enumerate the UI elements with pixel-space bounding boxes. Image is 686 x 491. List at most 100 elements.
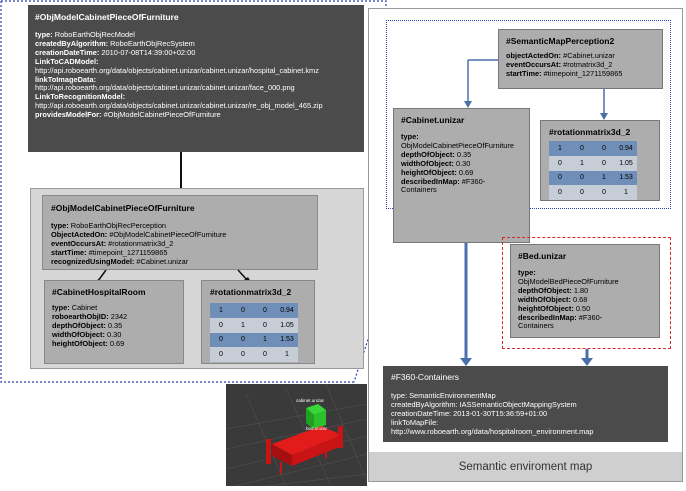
rot_left-cell-1-0: 0 bbox=[210, 317, 232, 333]
semmap-field-2: startTime: #timepoint_1271159865 bbox=[506, 68, 655, 79]
hospital-field-1: roboearthObjID: 2342 bbox=[52, 311, 176, 322]
rot_right-cell-0-2: 0 bbox=[593, 141, 615, 156]
cabinet-field-value-2: 0.35 bbox=[454, 149, 472, 159]
scene-3d: cabinet.unizar bed.unizar bbox=[225, 383, 368, 487]
rot_right-cell-1-0: 0 bbox=[549, 155, 571, 171]
bed-field-value-4: 0.50 bbox=[573, 303, 591, 313]
f360-box: #F360-Containers type: SemanticEnvironme… bbox=[383, 366, 668, 442]
hospital-field-value-2: 0.35 bbox=[105, 320, 123, 330]
cabinet-field-1: ObjModelCabinetPieceOfFurniture bbox=[401, 140, 514, 150]
hospital-field-key-3: widthOfObject: bbox=[52, 329, 105, 339]
rot_left-cell-3-1: 0 bbox=[232, 347, 254, 363]
hospital-field-2: depthOfObject: 0.35 bbox=[52, 320, 176, 331]
red-group bbox=[502, 237, 671, 349]
objmodel-field-value-9: #ObjModelCabinetPieceOfFurniture bbox=[101, 110, 221, 120]
rot_left-cell-0-1: 0 bbox=[232, 303, 254, 318]
rot-right-title: #rotationmatrix3d_2 bbox=[549, 127, 631, 137]
rot_left-cell-2-0: 0 bbox=[210, 332, 232, 348]
objmodel-field-key-7: LinkToRecognitionModel: bbox=[35, 92, 126, 102]
scene-label-bed: bed.unizar bbox=[306, 426, 328, 431]
objmodel-field-1: createdByAlgorithm: RoboEarthObjRecSyste… bbox=[35, 39, 357, 49]
objmodel-connector bbox=[180, 152, 182, 189]
bed-field-1: ObjModelBedPieceOfFurniture bbox=[518, 276, 619, 286]
rot_right-cell-3-3: 1 bbox=[615, 185, 637, 201]
cabinet-field-4: heightOfObject: 0.69 bbox=[401, 167, 522, 178]
objmodel-field-0: type: RoboEarthObjRecModel bbox=[35, 30, 357, 40]
objmodel-field-9: providesModelFor: #ObjModelCabinetPieceO… bbox=[35, 110, 357, 120]
cabinet-title: #Cabinet.unizar bbox=[401, 115, 465, 125]
hospital-field-value-1: 2342 bbox=[108, 311, 128, 321]
objperc-field-value-2: #rotationmatrix3d_2 bbox=[106, 238, 174, 248]
hospital-field-3: widthOfObject: 0.30 bbox=[52, 329, 176, 340]
rot_left-cell-1-3: 1.05 bbox=[276, 317, 298, 333]
rot_left-cell-2-1: 0 bbox=[232, 332, 254, 348]
objmodel-field-key-2: creationDateTime: bbox=[35, 47, 100, 57]
bed-field-3: widthOfObject: 0.68 bbox=[518, 294, 652, 305]
cabinet-field-5: describedInMap: #F360- bbox=[401, 177, 522, 187]
objmodel-field-8: http://api.roboearth.org/data/objects/ca… bbox=[35, 101, 323, 111]
cabinet-field-2: depthOfObject: 0.35 bbox=[401, 149, 522, 160]
hospital-field-key-1: roboearthObjID: bbox=[52, 311, 109, 321]
objmodel-field-4: http://api.roboearth.org/data/objects/ca… bbox=[35, 65, 319, 75]
rot_right-cell-2-3: 1.53 bbox=[615, 170, 637, 186]
bed-field-key-3: widthOfObject: bbox=[518, 294, 571, 304]
bed-field-4: heightOfObject: 0.50 bbox=[518, 303, 652, 314]
rot-left-title: #rotationmatrix3d_2 bbox=[210, 287, 292, 297]
objperc-field-key-2: eventOccursAt: bbox=[51, 238, 107, 248]
cabinet-field-key-4: heightOfObject: bbox=[401, 167, 457, 177]
objmodel-field-key-5: linkToImageData: bbox=[35, 74, 97, 84]
objperc-field-3: startTime: #timepoint_1271159865 bbox=[51, 247, 309, 258]
rot_right-cell-1-2: 0 bbox=[593, 155, 615, 171]
objperc-field-value-4: #Cabinet.unizar bbox=[134, 256, 189, 266]
bed-field-key-0: type: bbox=[518, 268, 536, 277]
objperc-field-0: type: RoboEarthObjRecPerception bbox=[51, 221, 309, 231]
objmodel-field-key-0: type: bbox=[35, 30, 53, 39]
hospital-field-value-0: Cabinet bbox=[69, 303, 98, 312]
rot_left-cell-0-0: 1 bbox=[210, 303, 232, 318]
objperc-field-value-3: #timepoint_1271159865 bbox=[86, 247, 168, 257]
rot_right-cell-3-1: 0 bbox=[571, 185, 593, 201]
cabinet-field-key-3: widthOfObject: bbox=[401, 158, 454, 168]
semmap-field-key-2: startTime: bbox=[506, 68, 542, 78]
hospital-field-key-0: type: bbox=[52, 303, 70, 312]
rot_left-cell-3-0: 0 bbox=[210, 347, 232, 363]
rot_left-cell-0-3: 0.94 bbox=[276, 303, 298, 318]
cabinet-box: #Cabinet.unizar type:ObjModelCabinetPiec… bbox=[393, 108, 530, 243]
hospital-field-key-2: depthOfObject: bbox=[52, 320, 106, 330]
bed-field-value-3: 0.68 bbox=[570, 294, 588, 304]
rot_right-cell-3-2: 0 bbox=[593, 185, 615, 201]
objmodel-field-key-9: providesModelFor: bbox=[35, 110, 102, 120]
bed-field-key-5: describedInMap: bbox=[518, 312, 577, 322]
objperc-title: #ObjModelCabinetPieceOfFurniture bbox=[51, 203, 195, 213]
scene-render bbox=[225, 383, 368, 487]
cabinet-field-value-4: 0.69 bbox=[456, 167, 474, 177]
rot_right-cell-0-3: 0.94 bbox=[615, 141, 637, 156]
objmodel-box: #ObjModelCabinetPieceOfFurniture type: R… bbox=[28, 5, 364, 152]
cabinet-field-6: Containers bbox=[401, 185, 437, 195]
semmap-box: #SemanticMapPerception2 objectActedOn: #… bbox=[498, 29, 663, 89]
cabinet-field-key-0: type: bbox=[401, 132, 419, 141]
f360-field-1: createdByAlgorithm: IASSemanticObjectMap… bbox=[391, 399, 577, 409]
semmap-field-0: objectActedOn: #Cabinet.unizar bbox=[506, 51, 655, 61]
rot_left-cell-2-2: 1 bbox=[254, 332, 276, 348]
objmodel-field-value-0: RoboEarthObjRecModel bbox=[52, 30, 135, 39]
rot_right-cell-2-2: 1 bbox=[593, 170, 615, 186]
rot_right-cell-3-0: 0 bbox=[549, 185, 571, 201]
rot_right-cell-2-1: 0 bbox=[571, 170, 593, 186]
objperc-field-value-0: RoboEarthObjRecPerception bbox=[68, 221, 167, 230]
semmap-field-1: eventOccursAt: #rotmatrix3d_2 bbox=[506, 60, 655, 70]
objmodel-field-5: linkToImageData: bbox=[35, 74, 357, 85]
rot_left-cell-2-3: 1.53 bbox=[276, 332, 298, 348]
bed-box: #Bed.unizar type:ObjModelBedPieceOfFurni… bbox=[510, 244, 660, 338]
hospital-field-value-3: 0.30 bbox=[104, 329, 122, 339]
